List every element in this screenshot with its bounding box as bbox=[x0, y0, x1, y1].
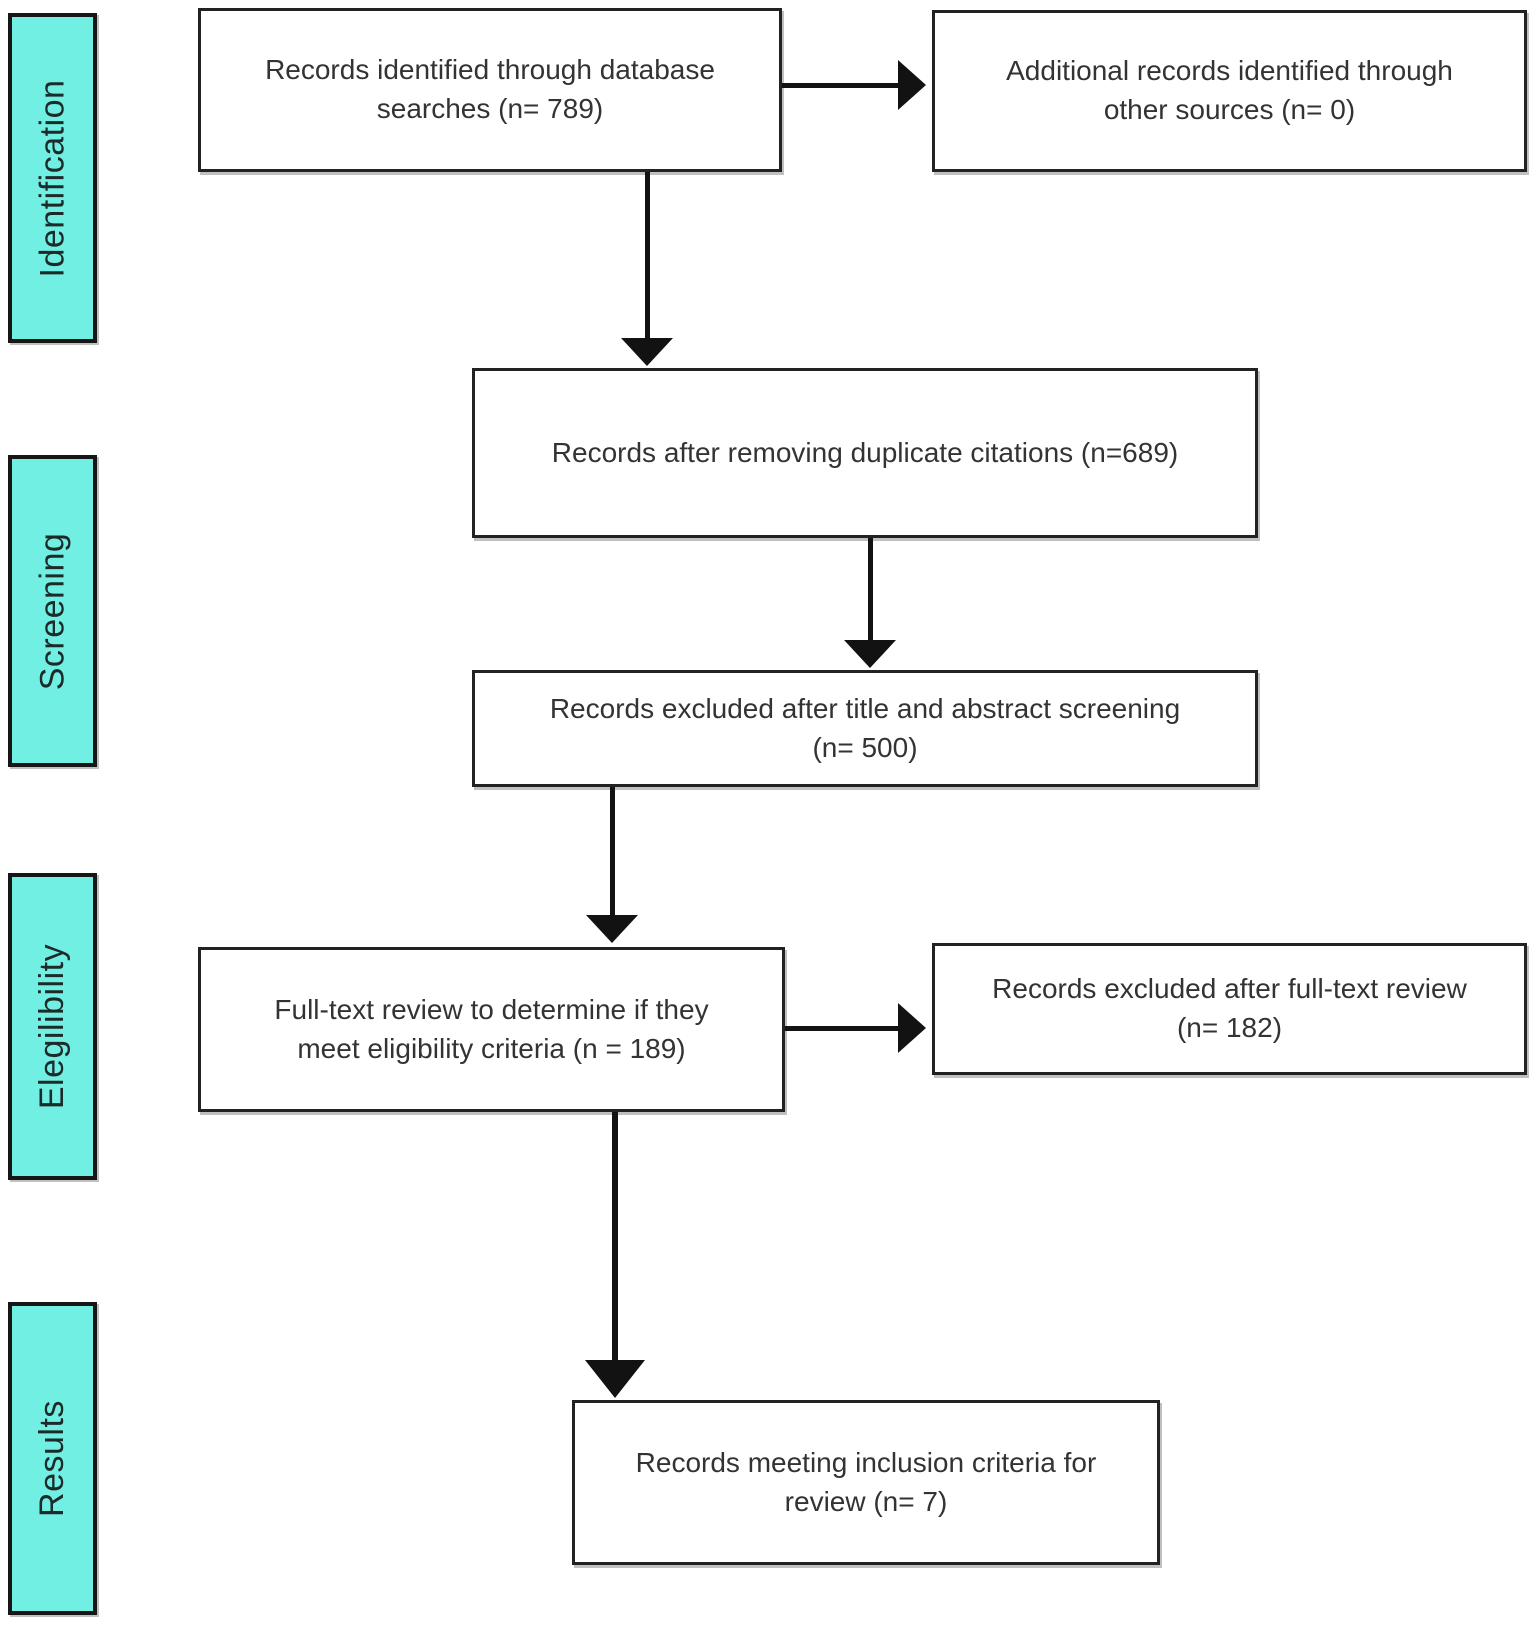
arrow-down-icon bbox=[586, 915, 638, 943]
node-records-identified: Records identified through database sear… bbox=[198, 8, 782, 172]
node-full-text-review: Full-text review to determine if they me… bbox=[198, 947, 785, 1112]
stage-results: Results bbox=[8, 1302, 97, 1615]
arrow-identified-to-additional-shaft bbox=[782, 83, 900, 88]
node-included-in-review-text: Records meeting inclusion criteria for r… bbox=[635, 1446, 1097, 1517]
stage-results-label: Results bbox=[33, 1400, 71, 1517]
arrow-down-icon bbox=[844, 640, 896, 668]
node-full-text-review-text: Full-text review to determine if they me… bbox=[274, 993, 709, 1064]
node-after-deduplication: Records after removing duplicate citatio… bbox=[472, 368, 1258, 538]
arrow-fulltext-to-included-shaft bbox=[612, 1112, 618, 1360]
node-excluded-full-text-text: Records excluded after full-text review … bbox=[992, 973, 1467, 1043]
arrow-fulltext-to-excluded-shaft bbox=[785, 1026, 898, 1031]
node-excluded-title-abstract-text: Records excluded after title and abstrac… bbox=[549, 692, 1181, 763]
arrow-down-icon bbox=[585, 1360, 645, 1398]
stage-identification: Identification bbox=[8, 13, 97, 343]
node-after-deduplication-text: Records after removing duplicate citatio… bbox=[551, 436, 1179, 468]
node-included-in-review: Records meeting inclusion criteria for r… bbox=[572, 1400, 1160, 1565]
arrow-down-icon bbox=[621, 338, 673, 366]
arrow-right-icon bbox=[898, 1003, 926, 1053]
node-records-identified-text: Records identified through database sear… bbox=[265, 54, 715, 124]
stage-eligibility-label: Elegilibility bbox=[33, 943, 72, 1110]
stage-eligibility: Elegilibility bbox=[8, 873, 97, 1180]
stage-screening: Screening bbox=[8, 455, 97, 767]
arrow-identified-to-dedup-shaft bbox=[645, 172, 650, 338]
node-excluded-full-text: Records excluded after full-text review … bbox=[932, 943, 1527, 1075]
node-additional-records: Additional records identified through ot… bbox=[932, 10, 1527, 172]
node-excluded-title-abstract: Records excluded after title and abstrac… bbox=[472, 670, 1258, 787]
arrow-screening-to-fulltext-shaft bbox=[610, 787, 615, 915]
stage-identification-label: Identification bbox=[33, 79, 71, 277]
stage-screening-label: Screening bbox=[33, 532, 72, 690]
arrow-right-icon bbox=[898, 60, 926, 110]
arrow-dedup-to-screening-shaft bbox=[868, 538, 873, 640]
node-additional-records-text: Additional records identified through ot… bbox=[1006, 55, 1453, 125]
